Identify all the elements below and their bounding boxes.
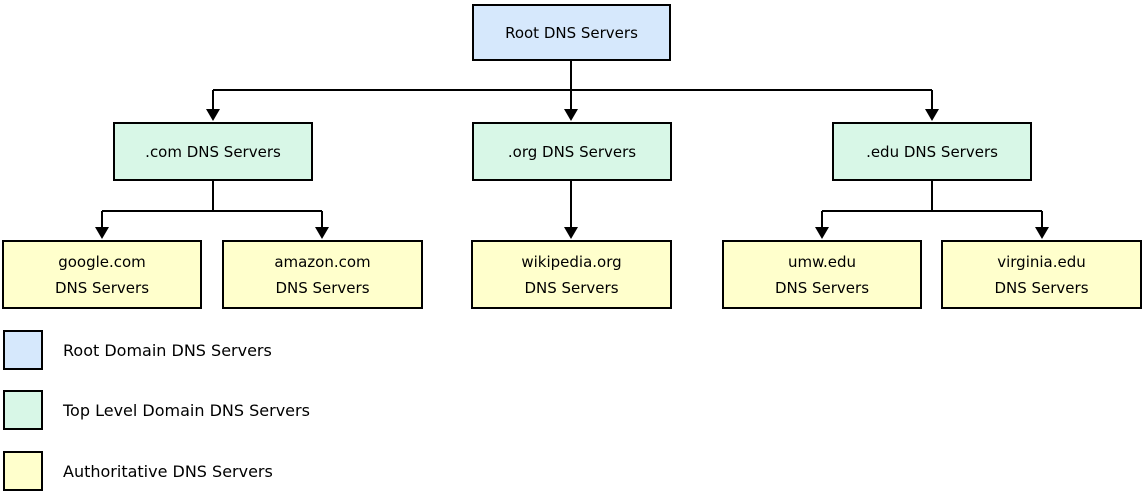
legend-label-tld: Top Level Domain DNS Servers	[63, 400, 310, 420]
legend-label-root: Root Domain DNS Servers	[63, 340, 272, 360]
arrowhead-amazon	[315, 227, 329, 239]
arrowhead-edu	[925, 109, 939, 121]
node-label: wikipedia.org DNS Servers	[521, 252, 622, 297]
arrowhead-virginia	[1035, 227, 1049, 239]
legend-swatch-tld	[3, 390, 43, 430]
node-label: umw.edu DNS Servers	[774, 252, 870, 297]
arrowhead-umw	[815, 227, 829, 239]
node-wikipedia-dns-servers: wikipedia.org DNS Servers	[471, 240, 672, 309]
arrowhead-org	[564, 109, 578, 121]
node-label: virginia.edu DNS Servers	[994, 252, 1089, 297]
legend-swatch-root	[3, 330, 43, 370]
arrowhead-com	[206, 109, 220, 121]
node-google-dns-servers: google.com DNS Servers	[2, 240, 202, 309]
node-root-dns-servers: Root DNS Servers	[472, 4, 671, 61]
node-umw-dns-servers: umw.edu DNS Servers	[722, 240, 922, 309]
node-amazon-dns-servers: amazon.com DNS Servers	[222, 240, 423, 309]
node-label: Root DNS Servers	[505, 23, 638, 42]
arrowhead-wikipedia	[564, 227, 578, 239]
node-label: amazon.com DNS Servers	[274, 252, 371, 297]
node-label: .edu DNS Servers	[866, 142, 998, 161]
node-label: .com DNS Servers	[145, 142, 281, 161]
node-org-dns-servers: .org DNS Servers	[472, 122, 672, 181]
legend-label-authoritative: Authoritative DNS Servers	[63, 461, 273, 481]
arrowhead-google	[95, 227, 109, 239]
node-virginia-dns-servers: virginia.edu DNS Servers	[941, 240, 1142, 309]
legend-swatch-authoritative	[3, 451, 43, 491]
node-label: google.com DNS Servers	[54, 252, 150, 297]
node-edu-dns-servers: .edu DNS Servers	[832, 122, 1032, 181]
node-label: .org DNS Servers	[507, 142, 637, 161]
node-com-dns-servers: .com DNS Servers	[113, 122, 313, 181]
